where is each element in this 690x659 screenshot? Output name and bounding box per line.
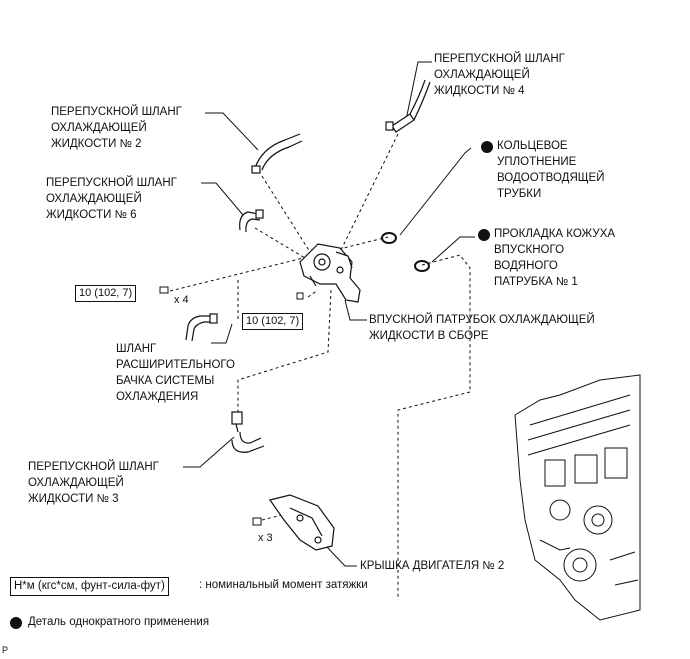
leader-gasket	[431, 236, 475, 263]
leader-oring	[399, 147, 472, 236]
corner-code: P	[2, 645, 9, 655]
legend-single-use-text: Деталь однократного применения	[28, 616, 210, 628]
hose6-part	[239, 209, 264, 233]
label-reservoir-line1: ШЛАНГ	[116, 343, 157, 355]
dash-engine	[397, 391, 471, 600]
label-inlet-line1: ВПУСКНОЙ ПАТРУБОК ОХЛАЖДАЮЩЕЙ	[369, 314, 595, 326]
label-cover-line1: КРЫШКА ДВИГАТЕЛЯ № 2	[360, 560, 505, 572]
engine-block	[514, 374, 641, 621]
legend-single-use-marker	[10, 617, 22, 629]
label-hose3-line3: ЖИДКОСТИ № 3	[28, 493, 119, 505]
label-hose3-line1: ПЕРЕПУСКНОЙ ШЛАНГ	[28, 461, 159, 473]
label-gasket: ПРОКЛАДКА КОЖУХА ВПУСКНОГО ВОДЯНОГО ПАТР…	[494, 226, 615, 290]
leader-inlet	[344, 299, 367, 321]
bolt-cover	[252, 517, 262, 526]
single-use-marker-oring	[481, 141, 493, 153]
leader-reservoir	[211, 323, 233, 344]
torque-spec-left: 10 (102, 7)	[75, 285, 137, 302]
leader-cover	[324, 544, 357, 567]
label-oring-line4: ТРУБКИ	[497, 188, 542, 200]
label-hose2: ПЕРЕПУСКНОЙ ШЛАНГ ОХЛАЖДАЮЩЕЙ ЖИДКОСТИ №…	[51, 104, 182, 152]
legend-torque-box: Н*м (кгс*см, фунт-сила-фут)	[10, 577, 169, 596]
inlet-assembly-part	[299, 243, 361, 303]
quantity-cover-bolts: x 3	[258, 532, 273, 544]
label-hose6-line1: ПЕРЕПУСКНОЙ ШЛАНГ	[46, 177, 177, 189]
bolt-left	[159, 286, 169, 294]
label-hose6-line3: ЖИДКОСТИ № 6	[46, 209, 137, 221]
label-gasket-line4: ПАТРУБКА № 1	[494, 276, 578, 288]
dash-bolt-right	[307, 289, 319, 298]
leader-hose4	[405, 61, 432, 121]
dash-hose6	[254, 227, 306, 259]
leader-hose6	[201, 182, 244, 216]
leader-hose2	[205, 112, 259, 151]
label-reservoir: ШЛАНГ РАСШИРИТЕЛЬНОГО БАЧКА СИСТЕМЫ ОХЛА…	[116, 341, 235, 405]
label-oring-line2: УПЛОТНЕНИЕ	[497, 156, 577, 168]
reservoir-hose-part	[185, 313, 218, 342]
label-oring-line1: КОЛЬЦЕВОЕ	[497, 140, 568, 152]
dash-bolt-left	[169, 236, 389, 292]
label-cover: КРЫШКА ДВИГАТЕЛЯ № 2	[360, 558, 504, 574]
label-hose6-line2: ОХЛАЖДАЮЩЕЙ	[46, 193, 142, 205]
dash-hose3	[237, 289, 332, 412]
label-reservoir-line2: РАСШИРИТЕЛЬНОГО	[116, 359, 235, 371]
label-reservoir-line3: БАЧКА СИСТЕМЫ	[116, 375, 215, 387]
leader-hose3	[183, 436, 235, 468]
engine-cover-part	[269, 494, 335, 551]
quantity-left-bolts: x 4	[174, 294, 189, 306]
dash-gasket	[421, 254, 471, 392]
label-oring-line3: ВОДООТВОДЯЩЕЙ	[497, 172, 605, 184]
oring-part	[381, 232, 397, 244]
label-hose4: ПЕРЕПУСКНОЙ ШЛАНГ ОХЛАЖДАЮЩЕЙ ЖИДКОСТИ №…	[434, 51, 565, 99]
label-hose4-line3: ЖИДКОСТИ № 4	[434, 85, 525, 97]
dash-hose2	[261, 175, 311, 253]
bolt-right	[296, 292, 304, 300]
hose4-part	[385, 79, 431, 133]
gasket-part	[414, 260, 430, 272]
label-hose2-line3: ЖИДКОСТИ № 2	[51, 138, 142, 150]
hose2-part	[251, 133, 303, 174]
label-gasket-line3: ВОДЯНОГО	[494, 260, 558, 272]
label-reservoir-line4: ОХЛАЖДЕНИЯ	[116, 391, 199, 403]
label-gasket-line2: ВПУСКНОГО	[494, 244, 565, 256]
hose3-part	[231, 411, 265, 453]
label-hose3-line2: ОХЛАЖДАЮЩЕЙ	[28, 477, 124, 489]
label-hose4-line2: ОХЛАЖДАЮЩЕЙ	[434, 69, 530, 81]
label-inlet: ВПУСКНОЙ ПАТРУБОК ОХЛАЖДАЮЩЕЙ ЖИДКОСТИ В…	[369, 312, 595, 344]
label-oring: КОЛЬЦЕВОЕ УПЛОТНЕНИЕ ВОДООТВОДЯЩЕЙ ТРУБК…	[497, 138, 604, 202]
torque-spec-right: 10 (102, 7)	[242, 313, 304, 330]
label-hose6: ПЕРЕПУСКНОЙ ШЛАНГ ОХЛАЖДАЮЩЕЙ ЖИДКОСТИ №…	[46, 175, 177, 223]
label-hose2-line2: ОХЛАЖДАЮЩЕЙ	[51, 122, 147, 134]
label-hose3: ПЕРЕПУСКНОЙ ШЛАНГ ОХЛАЖДАЮЩЕЙ ЖИДКОСТИ №…	[28, 459, 159, 507]
label-inlet-line2: ЖИДКОСТИ В СБОРЕ	[369, 330, 489, 342]
dash-cover-bolt	[261, 514, 283, 521]
label-gasket-line1: ПРОКЛАДКА КОЖУХА	[494, 228, 616, 240]
dash-hose4	[339, 133, 399, 253]
legend-torque-text: : номинальный момент затяжки	[199, 579, 368, 591]
label-hose2-line1: ПЕРЕПУСКНОЙ ШЛАНГ	[51, 106, 182, 118]
label-hose4-line1: ПЕРЕПУСКНОЙ ШЛАНГ	[434, 53, 565, 65]
single-use-marker-gasket	[478, 229, 490, 241]
